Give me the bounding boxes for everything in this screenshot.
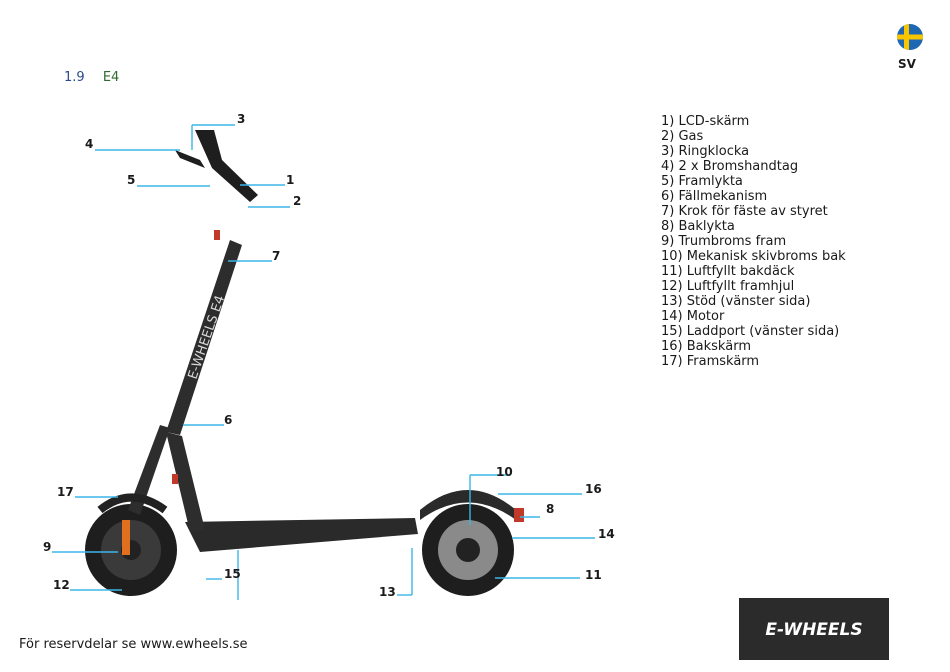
part-item: 2) Gas [661,129,704,144]
part-item: 15) Laddport (vänster sida) [661,324,840,339]
section-title: E4 [102,70,120,85]
callout-4: 4 [85,137,93,151]
part-item: 13) Stöd (vänster sida) [661,294,811,309]
callout-5: 5 [127,173,135,187]
section-number: 1.9 [64,70,85,85]
callout-10: 10 [496,465,513,479]
handlebar [195,130,258,202]
scooter-diagram: E-WHEELS E4 1 2 3 4 5 6 7 8 9 10 [43,112,615,600]
callout-12: 12 [53,578,70,592]
part-item: 9) Trumbroms fram [661,234,787,249]
sweden-flag-icon [897,24,923,50]
callout-2: 2 [293,194,301,208]
part-item: 4) 2 x Bromshandtag [661,159,799,174]
callout-1: 1 [286,173,294,187]
callout-11: 11 [585,568,602,582]
callout-17: 17 [57,485,74,499]
callout-lines [52,124,595,600]
deck [185,518,418,552]
callout-9: 9 [43,540,51,554]
callout-15: 15 [224,567,241,581]
callout-13: 13 [379,585,396,599]
part-item: 12) Luftfyllt framhjul [661,279,795,294]
stem [166,240,242,435]
part-item: 17) Framskärm [661,354,760,369]
part-item: 14) Motor [661,309,725,324]
callout-numbers: 1 2 3 4 5 6 7 8 9 10 11 12 13 14 15 16 1… [43,112,615,599]
callout-6: 6 [224,413,232,427]
part-item: 6) Fällmekanism [661,189,768,204]
part-item: 5) Framlykta [661,174,743,189]
part-item: 3) Ringklocka [661,144,750,159]
part-item: 16) Bakskärm [661,339,751,354]
front-wheel [85,504,177,596]
spare-parts-note: För reservdelar se www.ewheels.se [19,637,248,652]
logo-text: E-WHEELS [765,620,862,640]
stem-branding: E-WHEELS E4 [186,294,229,382]
section-heading: 1.9 E4 [64,70,119,85]
callout-7: 7 [272,249,280,263]
part-item: 10) Mekanisk skivbroms bak [661,249,846,264]
part-item: 1) LCD-skärm [661,114,750,129]
ewheels-logo: E-WHEELS [739,598,889,660]
callout-14: 14 [598,527,615,541]
language-code: SV [898,57,916,71]
callout-16: 16 [585,482,602,496]
callout-8: 8 [546,502,554,516]
callout-3: 3 [237,112,245,126]
part-item: 7) Krok för fäste av styret [661,204,828,219]
part-item: 8) Baklykta [661,219,735,234]
part-item: 11) Luftfyllt bakdäck [661,264,795,279]
rear-wheel [420,490,524,596]
front-fender [97,493,168,514]
